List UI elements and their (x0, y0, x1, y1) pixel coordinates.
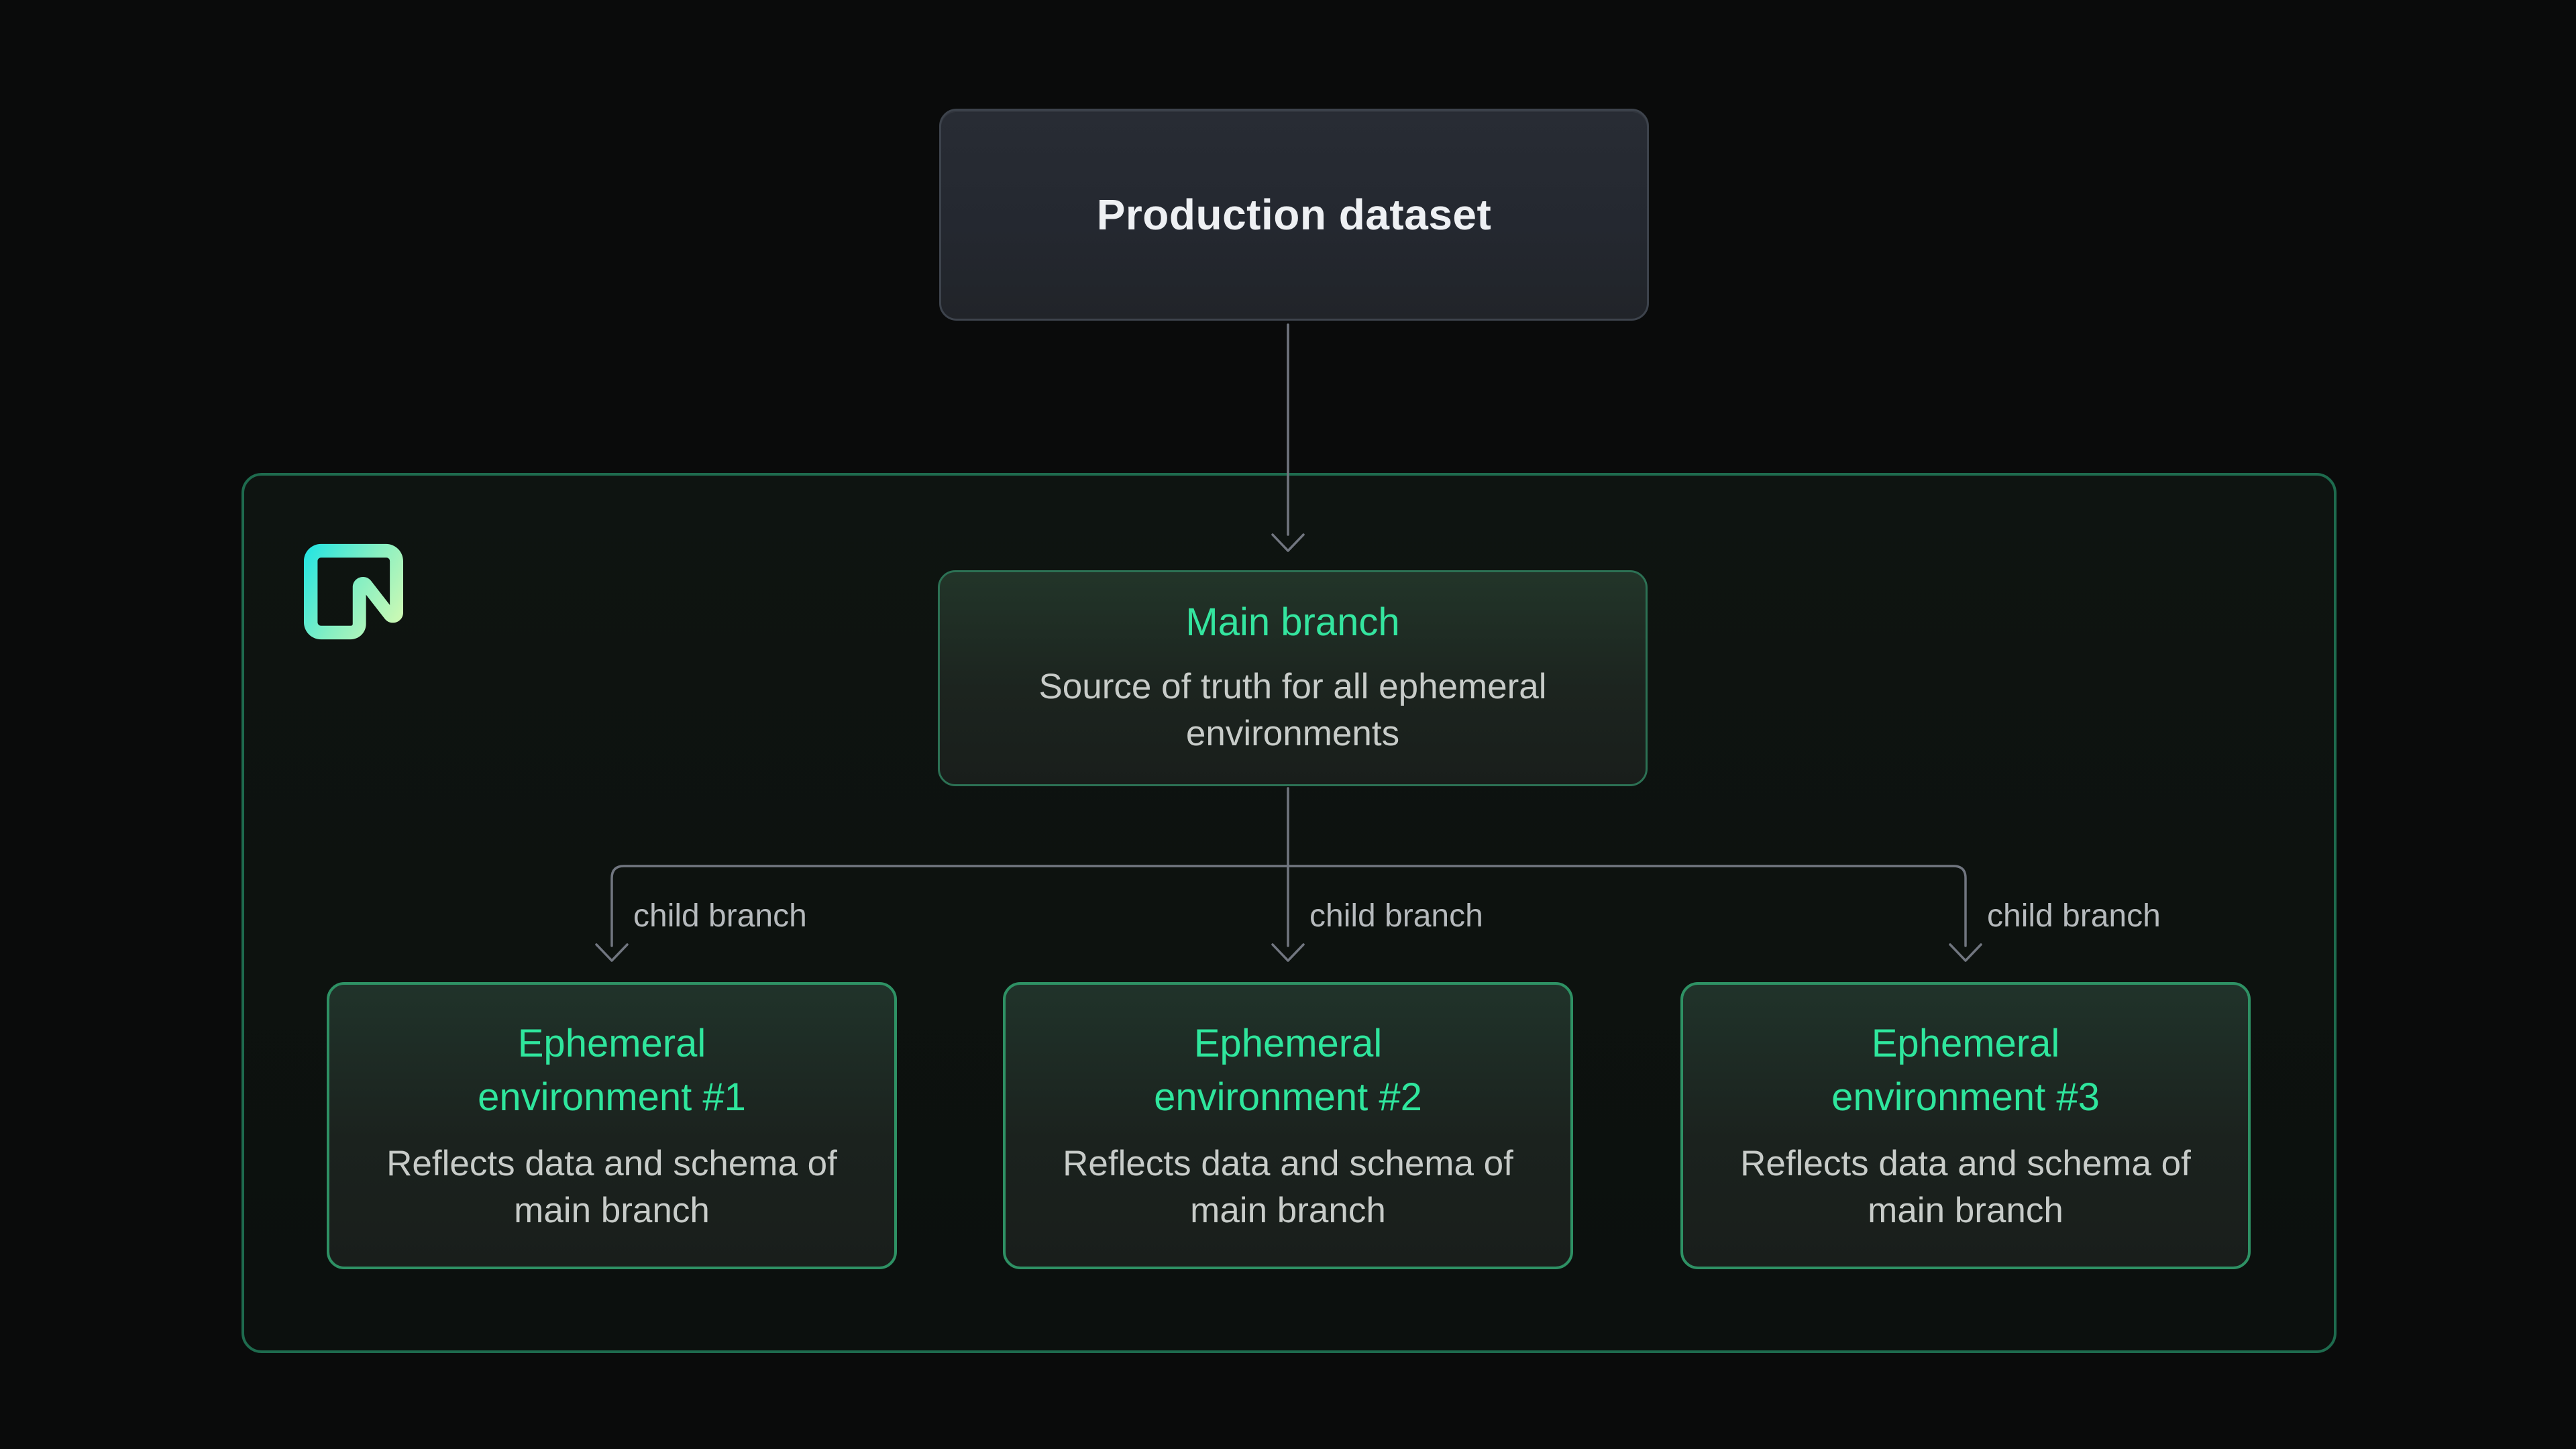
ephemeral-environment-subtitle-1: Reflects data and schema of main branch (386, 1144, 837, 1230)
child-branch-label-2: child branch (1309, 898, 1483, 934)
ephemeral-environment-title-1: Ephemeral environment #1 (478, 1022, 746, 1119)
ephemeral-environment-node-3: Ephemeral environment #3 Reflects data a… (1680, 982, 2251, 1269)
main-branch-title: Main branch (1185, 600, 1400, 644)
ephemeral-environment-title-2: Ephemeral environment #2 (1154, 1022, 1422, 1119)
neon-logo-icon (304, 543, 403, 640)
ephemeral-environment-subtitle-3: Reflects data and schema of main branch (1740, 1144, 2191, 1230)
ephemeral-environment-title-3: Ephemeral environment #3 (1831, 1022, 2100, 1119)
production-dataset-node: Production dataset (939, 109, 1649, 321)
child-branch-label-1: child branch (633, 898, 807, 934)
main-branch-subtitle: Source of truth for all ephemeral enviro… (1038, 666, 1547, 753)
ephemeral-environment-node-2: Ephemeral environment #2 Reflects data a… (1003, 982, 1573, 1269)
child-branch-label-3: child branch (1987, 898, 2161, 934)
main-branch-node: Main branch Source of truth for all ephe… (938, 570, 1648, 786)
ephemeral-environment-node-1: Ephemeral environment #1 Reflects data a… (327, 982, 897, 1269)
ephemeral-environment-subtitle-2: Reflects data and schema of main branch (1063, 1144, 1513, 1230)
production-dataset-title: Production dataset (1096, 191, 1492, 239)
